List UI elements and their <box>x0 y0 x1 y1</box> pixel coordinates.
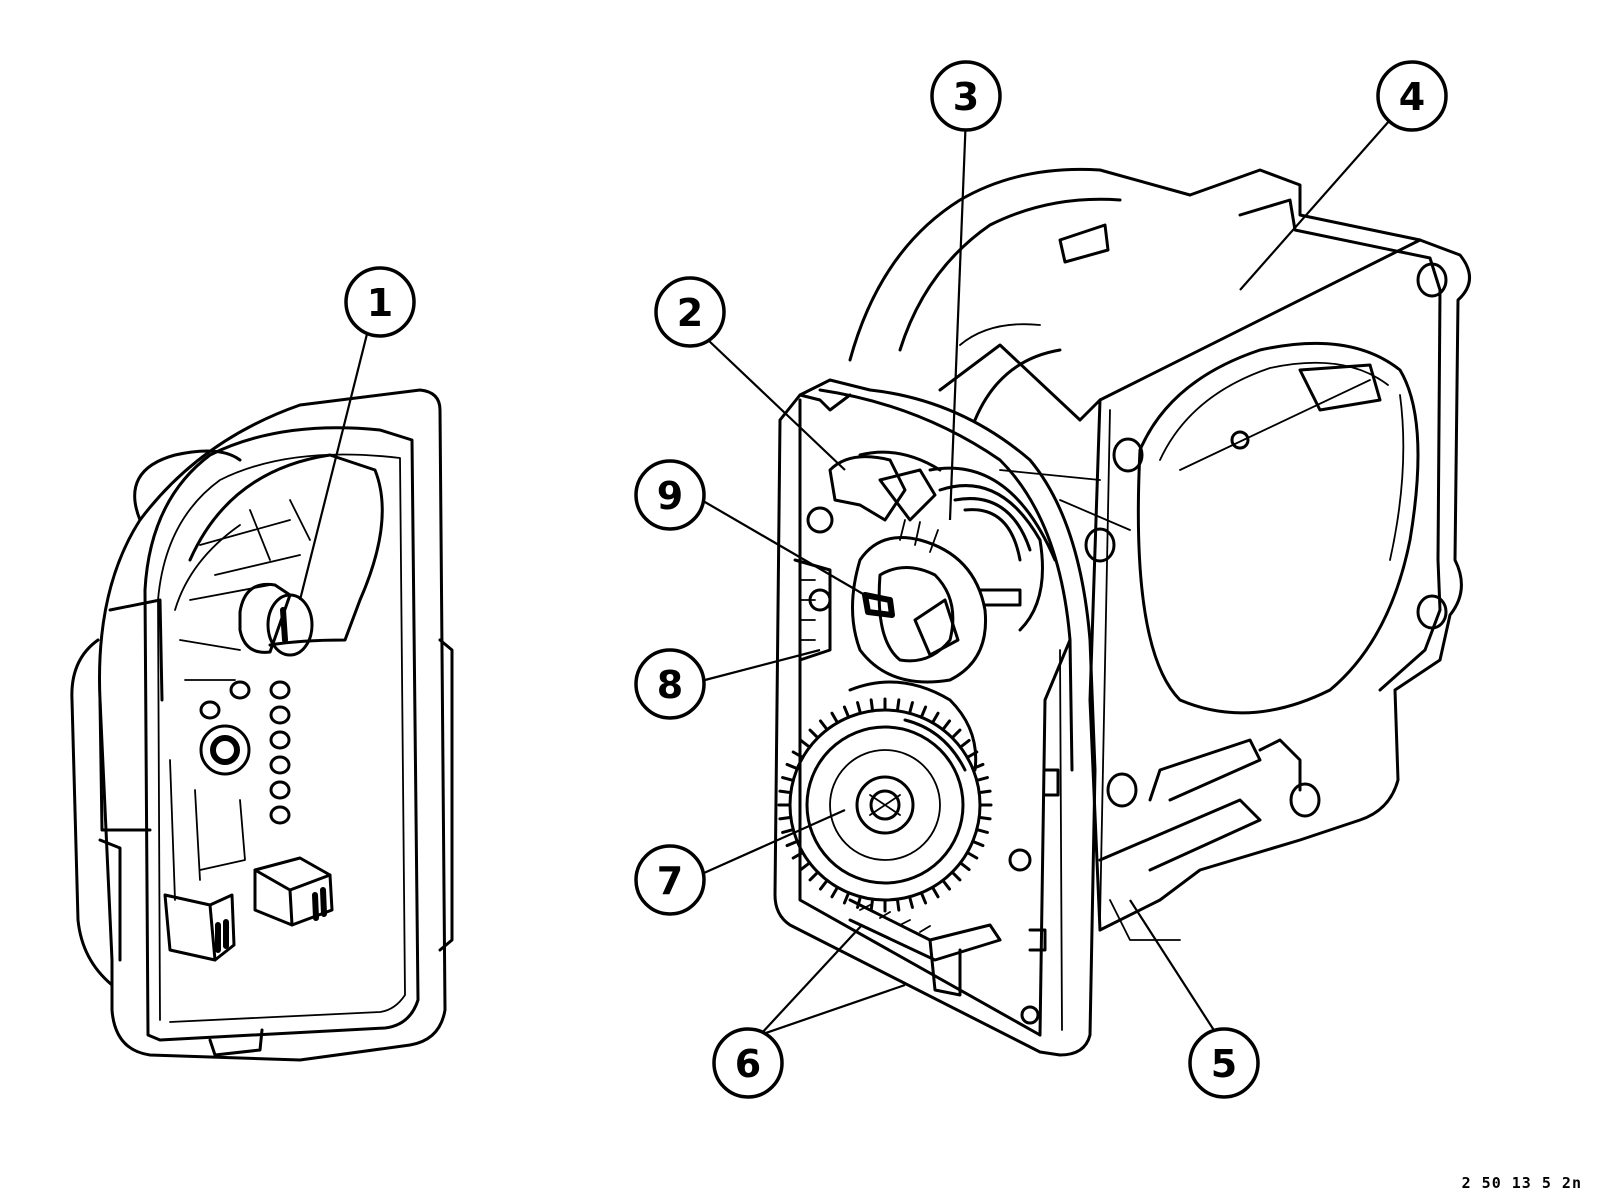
callout-6-number: 6 <box>735 1042 761 1086</box>
callout-1-number: 1 <box>367 281 393 325</box>
gear-tooth <box>869 698 875 713</box>
callout-3-number: 3 <box>953 75 979 119</box>
callout-5: 5 <box>1188 1027 1260 1099</box>
gear-tooth <box>808 870 820 882</box>
gear-tooth <box>941 719 952 732</box>
gear-housing <box>773 378 1097 1057</box>
gear-tooth <box>830 885 839 899</box>
throttle-body-housing <box>848 167 1471 941</box>
callout-9-number: 9 <box>657 474 683 518</box>
gear-tooth <box>785 762 799 771</box>
gear-tooth <box>842 891 851 905</box>
cover-holes <box>199 680 291 825</box>
gear-tooth <box>958 738 971 749</box>
gear-tooth <box>931 711 940 725</box>
callout-7-number: 7 <box>657 859 683 903</box>
gear-tooth <box>895 698 901 713</box>
gear-tooth <box>977 789 992 795</box>
gear-tooth <box>791 750 805 759</box>
gear-tooth <box>908 895 914 909</box>
connector-pins <box>163 856 334 962</box>
gear-tooth <box>919 891 928 905</box>
gear-tooth <box>791 851 805 860</box>
gear-tooth <box>931 885 940 899</box>
callout-8: 8 <box>634 648 706 720</box>
leader-lines <box>298 114 1391 1037</box>
gear-tooth <box>778 789 793 795</box>
gear-tooth <box>971 839 985 848</box>
figure-reference-code: 2 50 13 5 2n <box>1462 1174 1582 1192</box>
gear-tooth <box>818 719 829 732</box>
flange-holes <box>1084 262 1448 818</box>
gear-tooth <box>950 728 962 740</box>
callout-6: 6 <box>712 1027 784 1099</box>
gear-teeth <box>777 697 993 913</box>
gear-tooth <box>842 705 851 719</box>
actuator-cover <box>70 388 454 1062</box>
gear-tooth <box>975 828 989 834</box>
gear-tooth <box>781 828 795 834</box>
callout-1: 1 <box>344 266 416 338</box>
callout-2: 2 <box>654 276 726 348</box>
callout-5-number: 5 <box>1211 1042 1237 1086</box>
gear-tooth <box>975 776 989 782</box>
gear-tooth <box>778 815 793 821</box>
gear-tooth <box>941 878 952 891</box>
gear-tooth <box>808 728 820 740</box>
gear-tooth <box>830 711 839 725</box>
callout-2-number: 2 <box>677 291 703 335</box>
gear-tooth <box>818 878 829 891</box>
callout-3: 3 <box>930 60 1002 132</box>
gear-tooth <box>869 897 875 912</box>
gear-tooth <box>965 851 979 860</box>
callout-8-number: 8 <box>657 663 683 707</box>
gear-tooth <box>856 701 862 715</box>
gear-tooth <box>950 870 962 882</box>
gear-tooth <box>785 839 799 848</box>
callout-4-number: 4 <box>1399 75 1425 119</box>
gear-tooth <box>908 701 914 715</box>
gear-tooth <box>895 897 901 912</box>
gear-tooth <box>799 738 812 749</box>
callout-9: 9 <box>634 459 706 531</box>
gear-tooth <box>799 861 812 872</box>
gear-tooth <box>781 776 795 782</box>
callout-4: 4 <box>1376 60 1448 132</box>
callout-7: 7 <box>634 844 706 916</box>
gear-tooth <box>958 861 971 872</box>
gear-tooth <box>977 815 992 821</box>
drive-gear <box>777 697 993 913</box>
gear-tooth <box>919 705 928 719</box>
